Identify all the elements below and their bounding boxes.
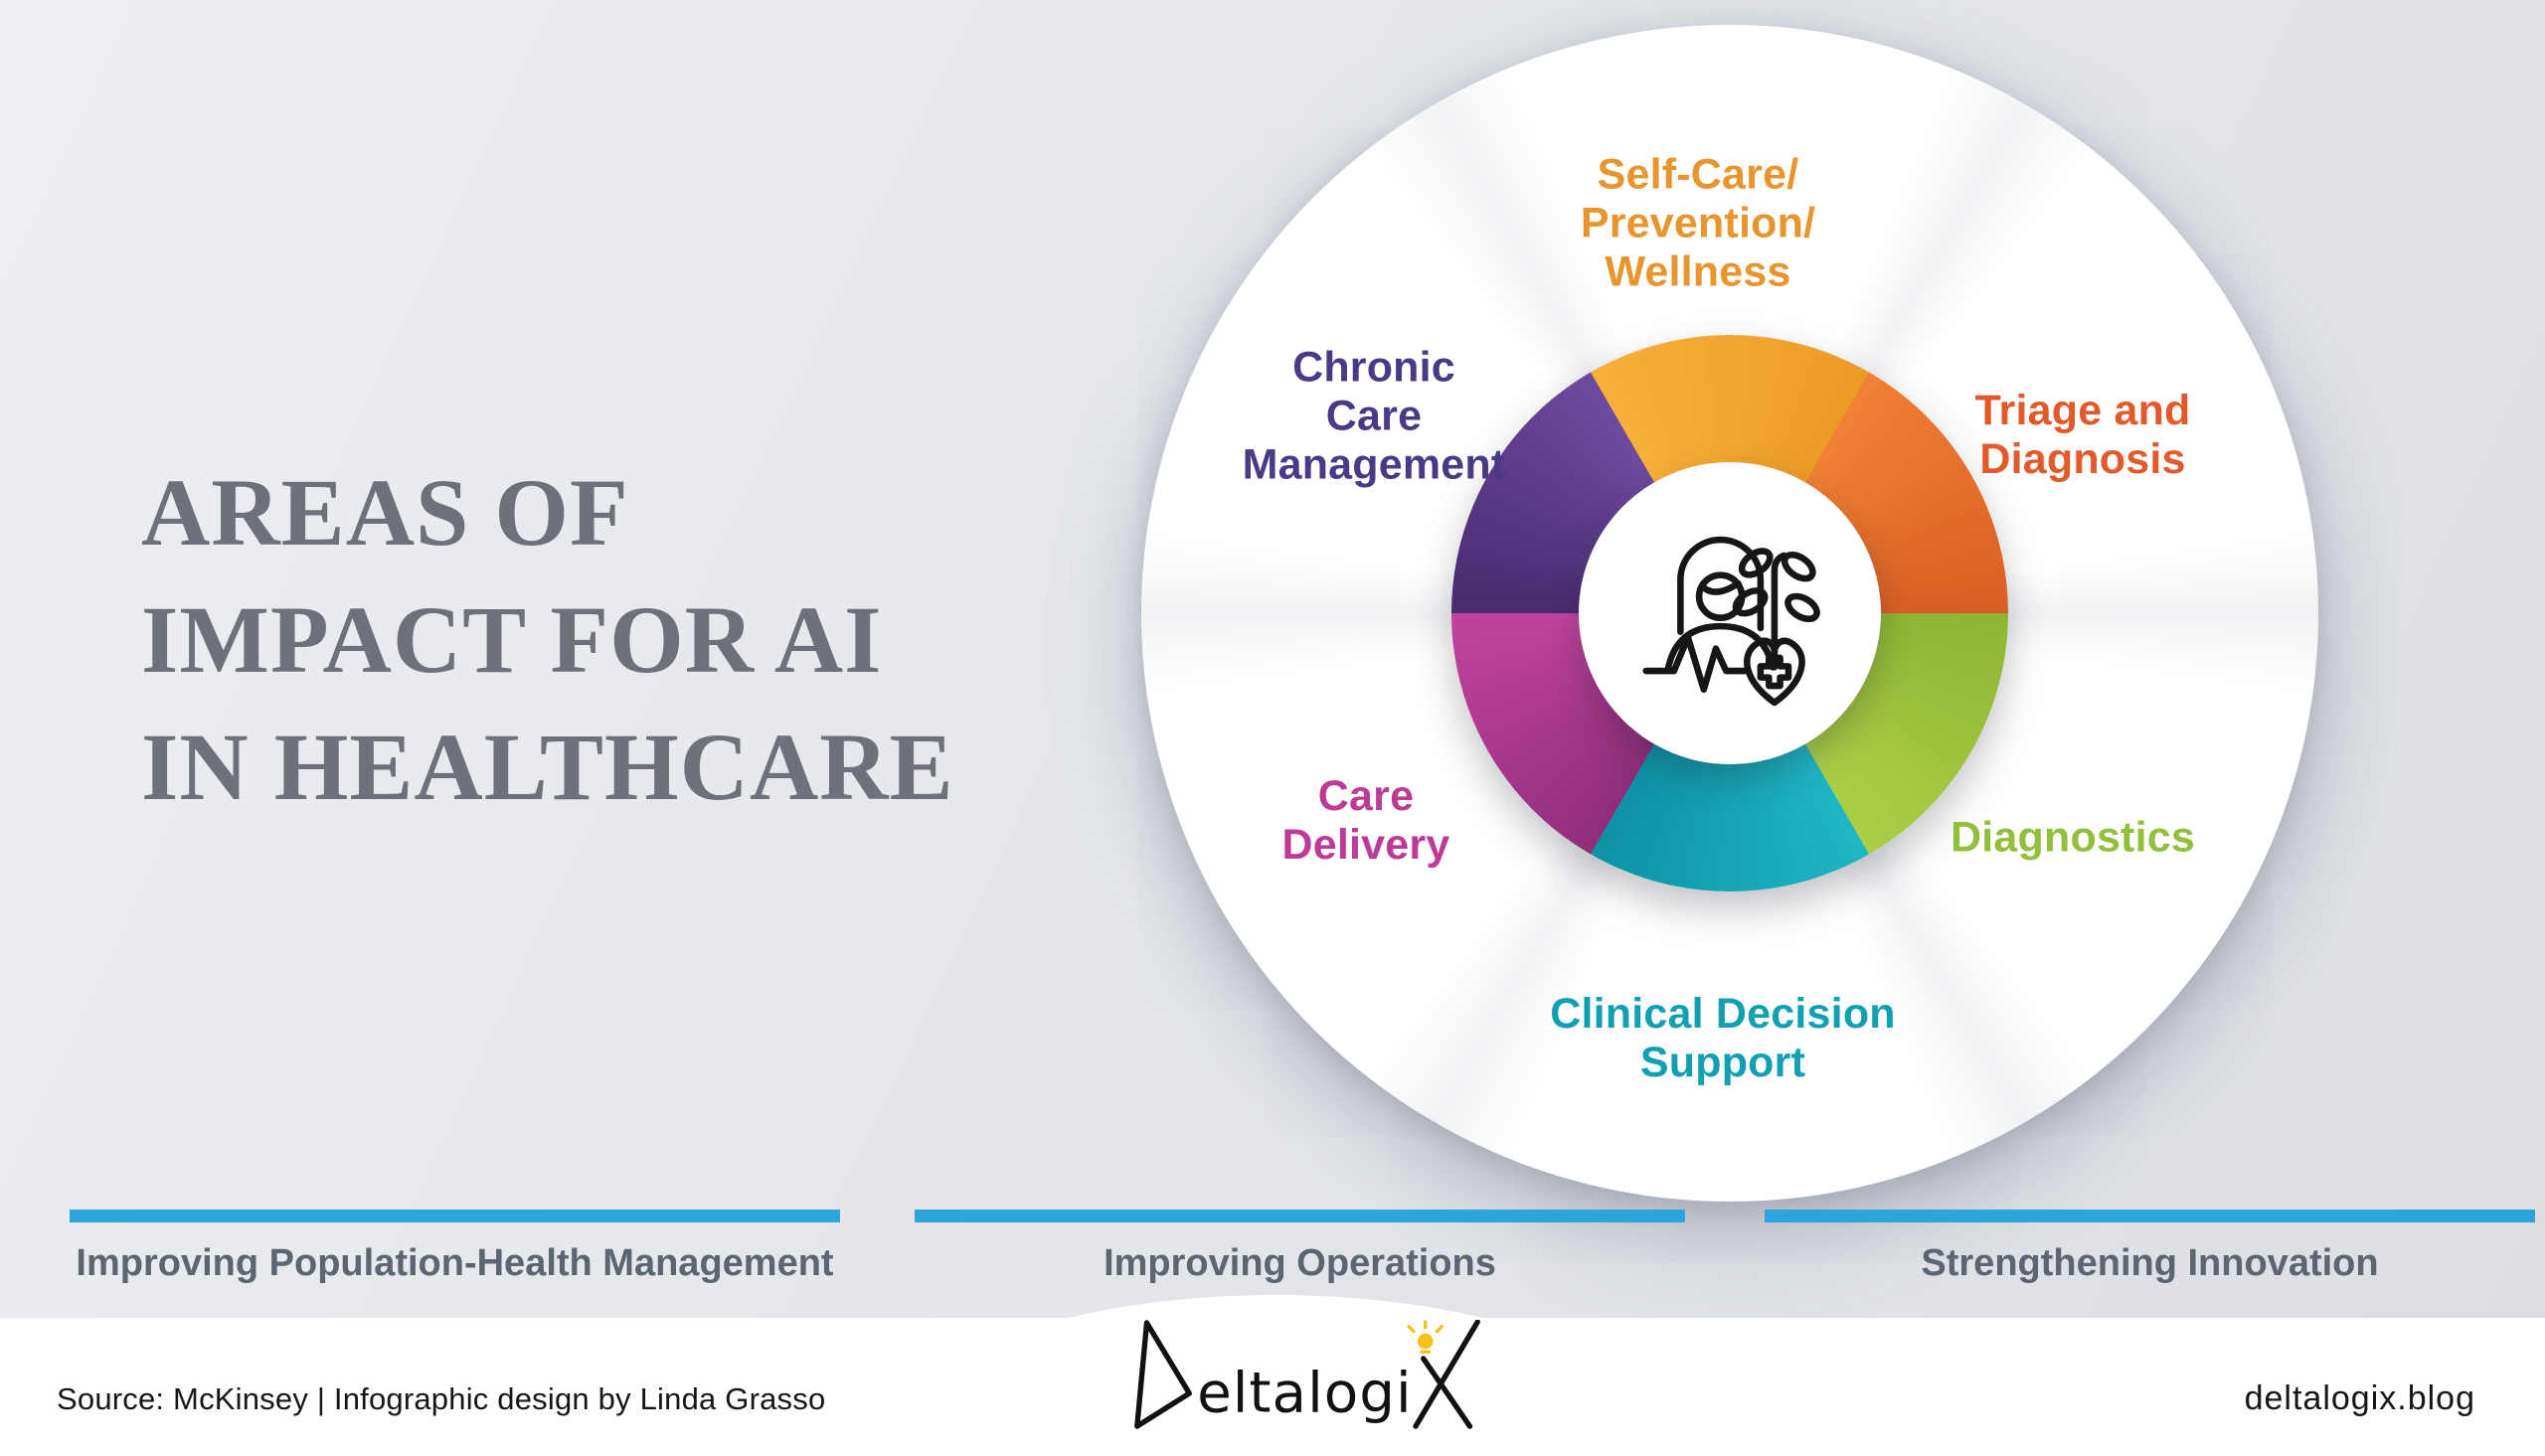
impact-area-label-operations: Improving Operations — [1103, 1242, 1496, 1284]
segment-label-line: Diagnosis — [1979, 435, 2186, 483]
heart-outline — [1744, 637, 1805, 707]
logo-lightbulb-rays — [1407, 1320, 1443, 1354]
logo-lightbulb-icon — [1417, 1333, 1434, 1350]
segment-label-line: Prevention/ — [1580, 199, 1816, 247]
source-credit-text: Source: McKinsey | Infographic design by… — [57, 1381, 826, 1416]
plant-stem — [1771, 552, 1787, 671]
plant-leaf — [1781, 551, 1816, 582]
woman-shoulders — [1664, 622, 1777, 671]
segment-label-line: Wellness — [1605, 247, 1791, 296]
segment-label-line: Care — [1325, 392, 1423, 440]
plant-leaf — [1784, 592, 1820, 623]
deltalogix-logo-graphic: eltalogi — [1134, 1319, 1480, 1429]
logo-x-stroke — [1421, 1356, 1473, 1429]
page-title-line: IN HEALTHCARE — [141, 714, 954, 820]
segment-label-line: Management — [1242, 440, 1506, 489]
segment-label-line: Triage and — [1974, 387, 2191, 434]
website-url-text: deltalogix.blog — [2244, 1379, 2475, 1417]
segment-label-diagnostics: Diagnostics — [1951, 814, 2195, 863]
segment-label-line: Clinical Decision — [1550, 990, 1896, 1038]
footer-band — [0, 1318, 2545, 1456]
impact-area-label-innovation: Strengthening Innovation — [1921, 1242, 2379, 1284]
segment-label-care-delivery: Care Delivery — [1282, 772, 1450, 870]
woman-fringe — [1699, 579, 1742, 595]
logo-delta-d-icon — [1134, 1320, 1192, 1429]
segment-label-line: Care — [1317, 772, 1415, 820]
medical-cross — [1757, 654, 1792, 690]
deltalogix-logo: eltalogi — [1129, 1319, 1487, 1436]
logo-wordmark: eltalogi — [1197, 1361, 1413, 1425]
segment-label-self-care: Self-Care/ Prevention/ Wellness — [1581, 151, 1815, 297]
segment-label-clinical-decision: Clinical Decision Support — [1550, 990, 1896, 1087]
logo-x-stroke — [1413, 1319, 1480, 1429]
segment-label-line: Diagnostics — [1951, 813, 2195, 862]
segment-label-line: Delivery — [1281, 821, 1450, 869]
page-title-line: AREAS OF — [141, 459, 629, 566]
segment-label-line: Support — [1639, 1039, 1806, 1086]
page-title-line: IMPACT FOR AI — [141, 586, 883, 693]
segment-label-triage: Triage and Diagnosis — [1974, 387, 2190, 484]
ekg-line — [1642, 634, 1749, 694]
woman-hair-outline — [1677, 536, 1765, 636]
impact-area-label-population-health: Improving Population-Health Management — [76, 1242, 834, 1284]
impact-area-bar — [915, 1210, 1685, 1222]
segment-label-chronic-care: Chronic Care Management — [1243, 344, 1506, 490]
page-title: AREAS OF IMPACT FOR AI IN HEALTHCARE — [141, 449, 954, 831]
patient-wellness-icon — [1642, 536, 1820, 707]
segment-label-line: Self-Care/ — [1597, 150, 1799, 199]
impact-area-bar — [70, 1210, 840, 1222]
wheel-hub — [1579, 462, 1881, 764]
segment-label-line: Chronic — [1292, 343, 1455, 392]
plant-leaf — [1738, 548, 1774, 578]
impact-area-bar — [1765, 1210, 2535, 1222]
plant-leaf — [1732, 587, 1769, 617]
